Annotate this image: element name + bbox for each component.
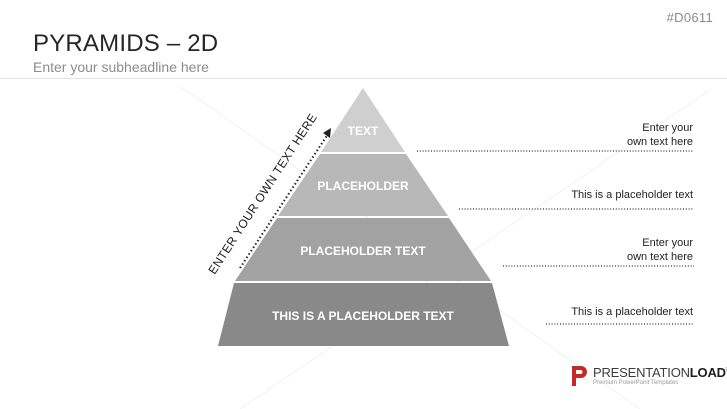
logo-trademark: ® — [726, 368, 727, 374]
side-text-2: This is a placeholder text — [473, 188, 693, 202]
pyramid — [218, 88, 509, 346]
logo-tagline: Premium PowerPoint Templates — [593, 380, 679, 386]
side-text-1-line-2: own text here — [626, 136, 693, 148]
pyramid-level-3-label: PLACEHOLDER TEXT — [300, 244, 426, 258]
side-text-1: Enter your own text here — [473, 121, 693, 149]
side-text-3-line-1: Enter your — [642, 237, 693, 249]
slide-code: #D0611 — [666, 10, 713, 25]
pyramid-level-3 — [235, 218, 491, 281]
dotted-arrow — [239, 128, 331, 269]
logo-mark-icon — [572, 366, 587, 386]
side-text-4-line-1: This is a placeholder text — [571, 306, 693, 318]
page-subtitle: Enter your subheadline here — [33, 59, 209, 75]
header-divider — [0, 78, 727, 79]
pyramid-level-2 — [278, 154, 448, 216]
logo-name-part1: PRESENTATION — [593, 365, 690, 380]
side-text-1-line-1: Enter your — [642, 122, 693, 134]
side-text-3-line-2: own text here — [626, 251, 693, 263]
pyramid-level-2-label: PLACEHOLDER — [317, 179, 409, 193]
page-title: PYRAMIDS – 2D — [33, 30, 219, 57]
pyramid-level-1 — [321, 88, 405, 152]
side-text-4: This is a placeholder text — [473, 305, 693, 319]
pyramid-level-4-label: THIS IS A PLACEHOLDER TEXT — [272, 309, 454, 323]
pyramid-level-4 — [218, 283, 509, 346]
leader-lines — [417, 150, 694, 325]
side-text-3: Enter your own text here — [473, 236, 693, 264]
side-text-2-line-1: This is a placeholder text — [571, 189, 693, 201]
logo-name-part2: LOAD — [689, 365, 726, 380]
pyramid-level-1-label: TEXT — [348, 124, 379, 138]
logo-name: PRESENTATIONLOAD® — [593, 365, 727, 380]
